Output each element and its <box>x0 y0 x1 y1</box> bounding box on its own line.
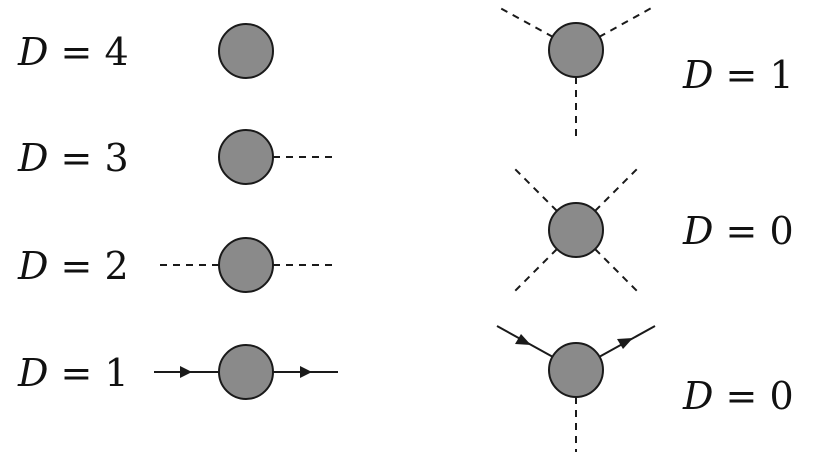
label-d-equals-1-left: D = 1 <box>18 354 129 392</box>
vertex-d1-three-scalar <box>499 5 656 137</box>
dashed-leg-lower-right <box>594 248 639 293</box>
arrow-upper-right-icon <box>617 338 633 349</box>
label-d-equals-0-four-leg: D = 0 <box>683 212 794 250</box>
label-variable: D <box>683 53 714 97</box>
label-d-equals-3: D = 3 <box>18 139 129 177</box>
arrow-upper-left-icon <box>515 334 531 345</box>
dashed-leg-lower-left <box>513 248 558 293</box>
label-variable: D <box>683 209 714 253</box>
label-variable: D <box>18 30 49 74</box>
label-variable: D <box>18 351 49 395</box>
label-variable: D <box>18 244 49 288</box>
dashed-leg-upper-right <box>598 5 656 38</box>
dashed-leg-upper-left <box>499 7 554 38</box>
blob-vertex <box>548 342 604 398</box>
label-value: = 1 <box>48 351 129 395</box>
vertex-d1-fermion <box>154 344 338 400</box>
label-d-equals-1-right: D = 1 <box>683 56 794 94</box>
blob-vertex <box>218 344 274 400</box>
vertex-d2 <box>160 237 332 293</box>
label-d-equals-4: D = 4 <box>18 33 129 71</box>
label-d-equals-2: D = 2 <box>18 247 129 285</box>
label-d-equals-0-yukawa: D = 0 <box>683 377 794 415</box>
blob-vertex <box>218 23 274 79</box>
blob-vertex <box>218 237 274 293</box>
vertex-d0-yukawa <box>496 325 656 452</box>
vertex-d0-four-scalar <box>513 167 639 293</box>
arrow-right-icon <box>300 366 312 378</box>
label-value: = 2 <box>48 244 129 288</box>
blob-vertex <box>548 22 604 78</box>
blob-vertex <box>218 129 274 185</box>
vertex-d4 <box>218 23 274 79</box>
label-value: = 4 <box>48 30 129 74</box>
arrow-left-icon <box>180 366 192 378</box>
label-value: = 1 <box>713 53 794 97</box>
label-value: = 3 <box>48 136 129 180</box>
vertex-d3 <box>218 129 332 185</box>
dashed-leg-upper-right <box>594 167 639 212</box>
label-value: = 0 <box>713 209 794 253</box>
dashed-leg-upper-left <box>513 167 558 212</box>
label-value: = 0 <box>713 374 794 418</box>
label-variable: D <box>683 374 714 418</box>
label-variable: D <box>18 136 49 180</box>
blob-vertex <box>548 202 604 258</box>
